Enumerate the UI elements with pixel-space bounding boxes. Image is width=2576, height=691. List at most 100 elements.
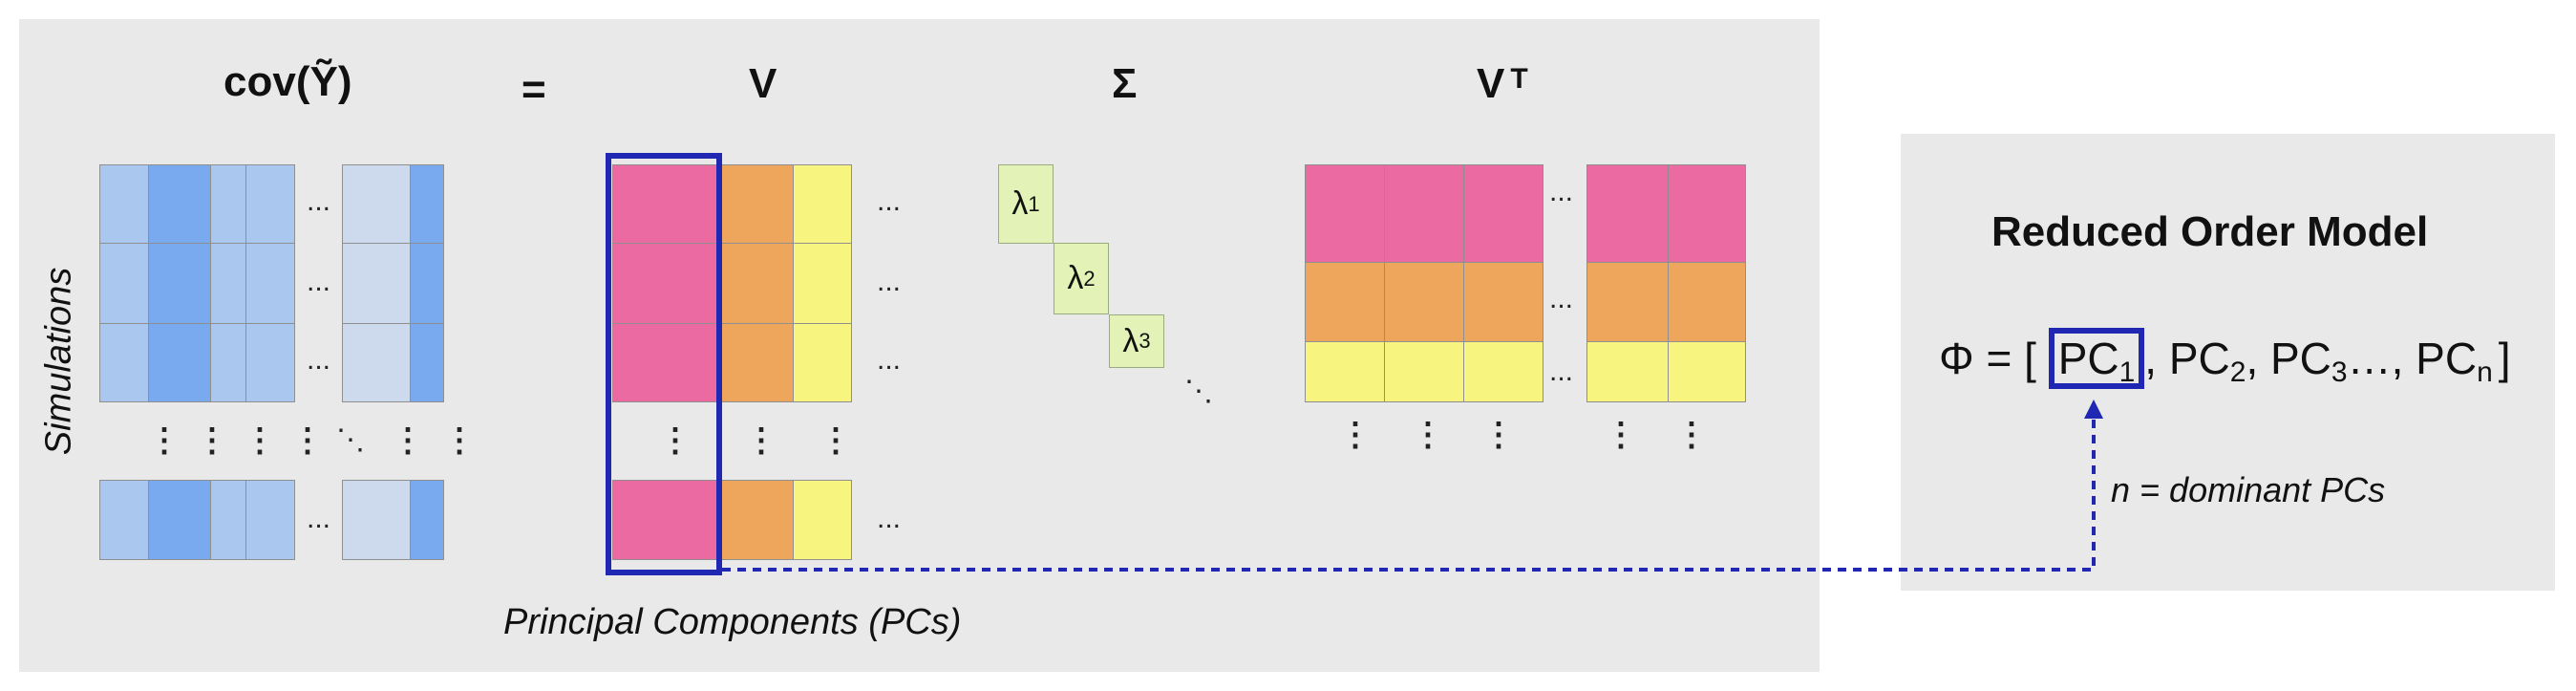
v-cell (793, 323, 852, 402)
vt-cell (1384, 341, 1464, 402)
cov-cell (410, 243, 444, 324)
lambda-symbol: λ (1067, 260, 1084, 296)
cov-cell (410, 164, 444, 244)
cov-cell (210, 243, 246, 324)
vt-cell (1384, 164, 1464, 263)
ellipsis: ... (877, 266, 902, 297)
v-cell (716, 480, 794, 560)
v-cell (612, 323, 717, 402)
dominant-pcs-note: n = dominant PCs (2111, 470, 2386, 509)
vt-cell (1668, 164, 1746, 263)
closing-bracket: ] (2498, 334, 2511, 383)
vertical-ellipsis: ⋮ (1675, 417, 1708, 453)
vt-cell (1463, 262, 1543, 342)
ellipsis: ... (1549, 176, 1574, 207)
cov-cell (342, 243, 411, 324)
vt-cell (1463, 341, 1543, 402)
v-header: V (749, 60, 777, 107)
equals-sign: = (522, 66, 546, 113)
pc-label: PC (2270, 334, 2331, 383)
ellipsis: ... (877, 503, 902, 534)
vt-base: V (1477, 60, 1505, 107)
cov-cell (410, 323, 444, 402)
ellipsis: ... (307, 503, 331, 534)
vt-cell (1305, 262, 1385, 342)
vt-superscript: T (1510, 63, 1528, 95)
cov-cell (245, 164, 295, 244)
v-cell (716, 243, 794, 324)
cov-header: cov(Ỹ) (224, 58, 352, 105)
pc-label: PC (2057, 334, 2119, 383)
cov-cell (148, 243, 211, 324)
principal-components-caption: Principal Components (PCs) (503, 602, 962, 642)
lambda-subscript: 3 (1139, 329, 1151, 353)
rom-title: Reduced Order Model (1991, 208, 2429, 255)
vertical-ellipsis: ⋮ (244, 422, 276, 459)
pc-label: PC (2416, 334, 2478, 383)
cov-cell (410, 480, 444, 560)
phi-prefix: Φ = [ (1939, 334, 2036, 383)
lambda-subscript: 2 (1083, 266, 1096, 291)
vertical-ellipsis: ⋮ (291, 422, 324, 459)
pc-subscript: 1 (2118, 356, 2136, 388)
diagonal-ellipsis: ⋱ (1184, 376, 1213, 407)
ellipsis: ... (1549, 283, 1574, 314)
vertical-ellipsis: ⋮ (1339, 417, 1372, 453)
vertical-ellipsis: ⋮ (1412, 417, 1444, 453)
cov-cell (210, 480, 246, 560)
cov-cell (148, 323, 211, 402)
separator: , (2144, 334, 2158, 383)
vertical-ellipsis: ⋮ (392, 422, 424, 459)
pc-subscript: 2 (2229, 356, 2246, 388)
vt-cell (1463, 164, 1543, 263)
v-cell (612, 480, 717, 560)
vt-cell (1668, 262, 1746, 342)
cov-cell (245, 480, 295, 560)
separator: …, (2347, 334, 2404, 383)
vertical-ellipsis: ⋮ (1605, 417, 1637, 453)
separator: , (2246, 334, 2259, 383)
ellipsis: ... (877, 344, 902, 376)
ellipsis: ... (307, 344, 331, 376)
cov-cell (342, 164, 411, 244)
vertical-ellipsis: ⋮ (820, 422, 852, 459)
vertical-ellipsis: ⋮ (196, 422, 228, 459)
lambda-symbol: λ (1122, 322, 1139, 359)
pc1-highlight-box (606, 153, 722, 575)
cov-cell (342, 480, 411, 560)
ellipsis: ... (307, 185, 331, 217)
v-cell (793, 243, 852, 324)
sigma-header: Σ (1112, 60, 1138, 107)
v-cell (612, 243, 717, 324)
v-cell (793, 164, 852, 244)
pc-label: PC (2168, 334, 2230, 383)
pc-subscript: n (2477, 356, 2493, 388)
v-cell (793, 480, 852, 560)
vertical-ellipsis: ⋮ (745, 422, 777, 459)
phi-equation: Φ = [ PC1, PC2, PC3…, PCn] (1939, 328, 2511, 389)
cov-cell (245, 323, 295, 402)
vertical-ellipsis: ⋮ (659, 422, 692, 459)
cov-cell (99, 480, 149, 560)
diagonal-ellipsis: ⋱ (336, 424, 365, 456)
cov-cell (245, 243, 295, 324)
lambda-symbol: λ (1011, 185, 1029, 222)
vt-cell (1668, 341, 1746, 402)
v-cell (716, 323, 794, 402)
pc1-term: PC1 (2048, 328, 2145, 389)
ellipsis: ... (1549, 356, 1574, 387)
pc-subscript: 3 (2331, 356, 2348, 388)
vertical-ellipsis: ⋮ (443, 422, 476, 459)
rom-panel (1901, 134, 2555, 591)
ellipsis: ... (877, 185, 902, 217)
vt-cell (1586, 262, 1669, 342)
vt-cell (1586, 341, 1669, 402)
lambda-subscript: 1 (1028, 191, 1040, 216)
vt-cell (1305, 164, 1385, 263)
vertical-ellipsis: ⋮ (1482, 417, 1515, 453)
